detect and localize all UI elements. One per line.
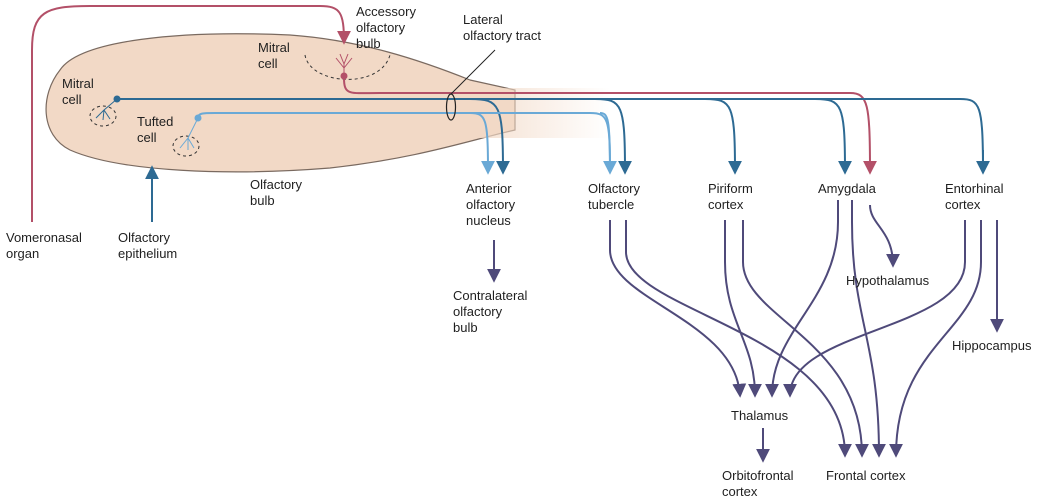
piriform-to-frontal-cortex xyxy=(742,220,869,458)
label-olfactory-tubercle: Olfactory tubercle xyxy=(588,181,644,212)
tubercle-to-frontal-cortex xyxy=(625,220,852,458)
label-entorhinal-cortex: Entorhinal cortex xyxy=(945,181,1007,212)
accessory-glomerulus xyxy=(304,54,391,80)
label-amygdala: Amygdala xyxy=(818,181,877,196)
piriform-to-thalamus xyxy=(724,220,762,398)
tufted-to-olfactory-tubercle xyxy=(599,112,617,175)
label-thalamus: Thalamus xyxy=(731,408,789,423)
olfactory-bulb-shape xyxy=(45,33,516,173)
label-mitral-cell-top: Mitral cell xyxy=(258,40,293,71)
label-mitral-cell-left: Mitral cell xyxy=(62,76,97,107)
label-hypothalamus: Hypothalamus xyxy=(846,273,930,288)
mitral-to-olfactory-tubercle xyxy=(594,98,632,175)
label-hippocampus: Hippocampus xyxy=(952,338,1032,353)
label-orbitofrontal-cortex: Orbitofrontal cortex xyxy=(722,468,797,499)
label-olfactory-bulb: Olfactory bulb xyxy=(250,177,306,208)
label-piriform-cortex: Piriform cortex xyxy=(708,181,756,212)
label-tufted-cell: Tufted cell xyxy=(137,114,177,145)
tufted-cell-icon xyxy=(179,117,199,150)
accessory-bulb-to-amygdala-path xyxy=(343,77,877,175)
mitral-to-piriform-cortex xyxy=(704,98,742,175)
mitral-cell-body xyxy=(113,95,121,103)
label-anterior-olfactory-nucleus: Anterior olfactory nucleus xyxy=(466,181,519,228)
mitral-glomerulus xyxy=(89,105,117,127)
label-olfactory-epithelium: Olfactory epithelium xyxy=(118,230,177,261)
accessory-cell-body xyxy=(340,72,348,80)
vomeronasal-to-accessory-bulb-path xyxy=(31,5,351,222)
tufted-cell-body xyxy=(194,114,202,122)
label-vomeronasal-organ: Vomeronasal organ xyxy=(6,230,86,261)
amygdala-to-hypothalamus xyxy=(869,204,900,268)
tufted-to-anterior-olfactory-nucleus xyxy=(469,112,495,175)
label-frontal-cortex: Frontal cortex xyxy=(826,468,906,483)
tufted-glomerulus xyxy=(172,135,200,157)
entorhinal-to-frontal-cortex xyxy=(889,220,982,458)
label-contralateral-olfactory-bulb: Contralateral olfactory bulb xyxy=(453,288,531,335)
accessory-mitral-cell-icon xyxy=(335,53,353,80)
label-lateral-olfactory-tract: Lateral olfactory tract xyxy=(463,12,541,43)
mitral-to-anterior-olfactory-nucleus xyxy=(469,98,510,175)
label-accessory-olfactory-bulb: Accessory olfactory bulb xyxy=(356,4,420,51)
amygdala-to-thalamus xyxy=(765,200,839,398)
mitral-cell-icon xyxy=(95,98,118,121)
mitral-to-amygdala xyxy=(814,98,852,175)
entorhinal-to-thalamus xyxy=(783,220,966,398)
tubercle-to-thalamus xyxy=(609,220,747,398)
lateral-olfactory-tract-leader xyxy=(450,49,496,95)
amygdala-to-frontal-cortex xyxy=(851,200,886,458)
